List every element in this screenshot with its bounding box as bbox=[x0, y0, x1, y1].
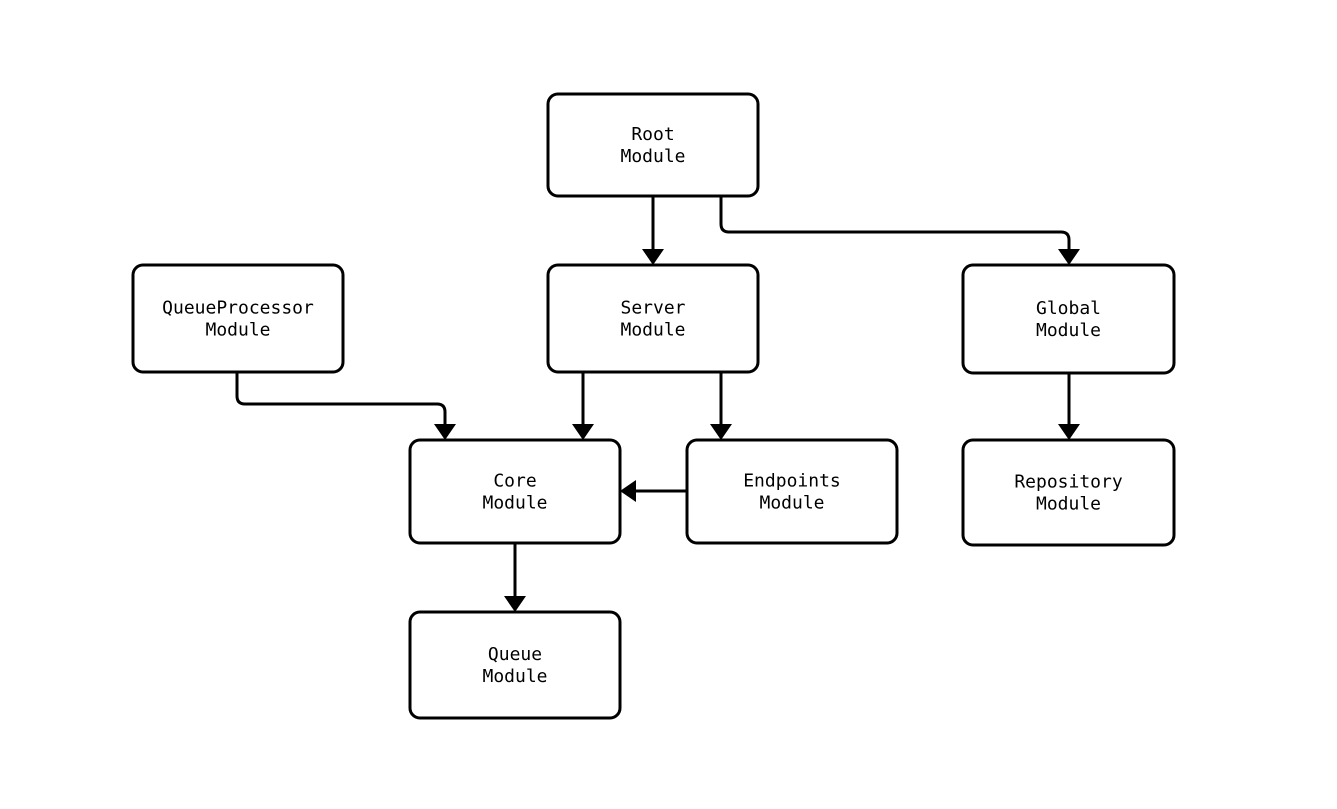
edges-layer bbox=[235, 196, 1080, 612]
repository-module-node-label-line1: Repository bbox=[1014, 472, 1123, 493]
edge-root-to-global bbox=[719, 196, 1080, 265]
server-module-node-box[interactable] bbox=[546, 263, 760, 374]
queue-module-node-label-line1: Queue bbox=[488, 644, 542, 665]
queueprocessor-module-node-box[interactable] bbox=[131, 263, 345, 374]
edge-queueprocessor-to-core-arrowhead-icon bbox=[434, 424, 456, 440]
edge-server-to-endpoints bbox=[710, 372, 732, 440]
edge-endpoints-to-core bbox=[620, 480, 687, 502]
server-module-node-label-line2: Module bbox=[620, 320, 685, 341]
edge-endpoints-to-core-arrowhead-icon bbox=[620, 480, 636, 502]
edge-global-to-repository-arrowhead-icon bbox=[1058, 424, 1080, 440]
core-module-node-box[interactable] bbox=[408, 438, 622, 545]
edge-server-to-core-arrowhead-icon bbox=[572, 424, 594, 440]
edge-root-to-server bbox=[642, 196, 664, 265]
edge-root-to-server-arrowhead-icon bbox=[642, 249, 664, 265]
root-module-node-label-line2: Module bbox=[620, 146, 685, 167]
queue-module-node-label-line2: Module bbox=[482, 666, 547, 687]
edge-queueprocessor-to-core-line bbox=[235, 372, 447, 424]
repository-module-node-label-line2: Module bbox=[1036, 494, 1101, 515]
edge-global-to-repository bbox=[1058, 373, 1080, 440]
endpoints-module-node-box[interactable] bbox=[685, 438, 899, 545]
repository-module-node-box[interactable] bbox=[961, 438, 1176, 547]
endpoints-module-node-label-line2: Module bbox=[759, 493, 824, 514]
edge-root-to-global-arrowhead-icon bbox=[1058, 249, 1080, 265]
queue-module-node-box[interactable] bbox=[408, 610, 622, 720]
edge-root-to-global-line bbox=[719, 196, 1071, 249]
edge-server-to-endpoints-arrowhead-icon bbox=[710, 424, 732, 440]
global-module-node-box[interactable] bbox=[961, 263, 1176, 375]
queueprocessor-module-node-label-line1: QueueProcessor bbox=[162, 298, 314, 319]
nodes-layer: RootModuleQueueProcessorModuleServerModu… bbox=[131, 92, 1176, 720]
endpoints-module-node-label-line1: Endpoints bbox=[743, 471, 841, 492]
global-module-node-label-line1: Global bbox=[1036, 298, 1101, 319]
edge-core-to-queue-arrowhead-icon bbox=[504, 596, 526, 612]
edge-queueprocessor-to-core bbox=[235, 372, 456, 440]
global-module-node-label-line2: Module bbox=[1036, 320, 1101, 341]
edge-server-to-core bbox=[572, 372, 594, 440]
core-module-node-label-line1: Core bbox=[493, 471, 536, 492]
server-module-node-label-line1: Server bbox=[620, 298, 685, 319]
root-module-node-box[interactable] bbox=[546, 92, 760, 198]
core-module-node-label-line2: Module bbox=[482, 493, 547, 514]
queueprocessor-module-node-label-line2: Module bbox=[205, 320, 270, 341]
root-module-node-label-line1: Root bbox=[631, 124, 674, 145]
edge-core-to-queue bbox=[504, 543, 526, 612]
